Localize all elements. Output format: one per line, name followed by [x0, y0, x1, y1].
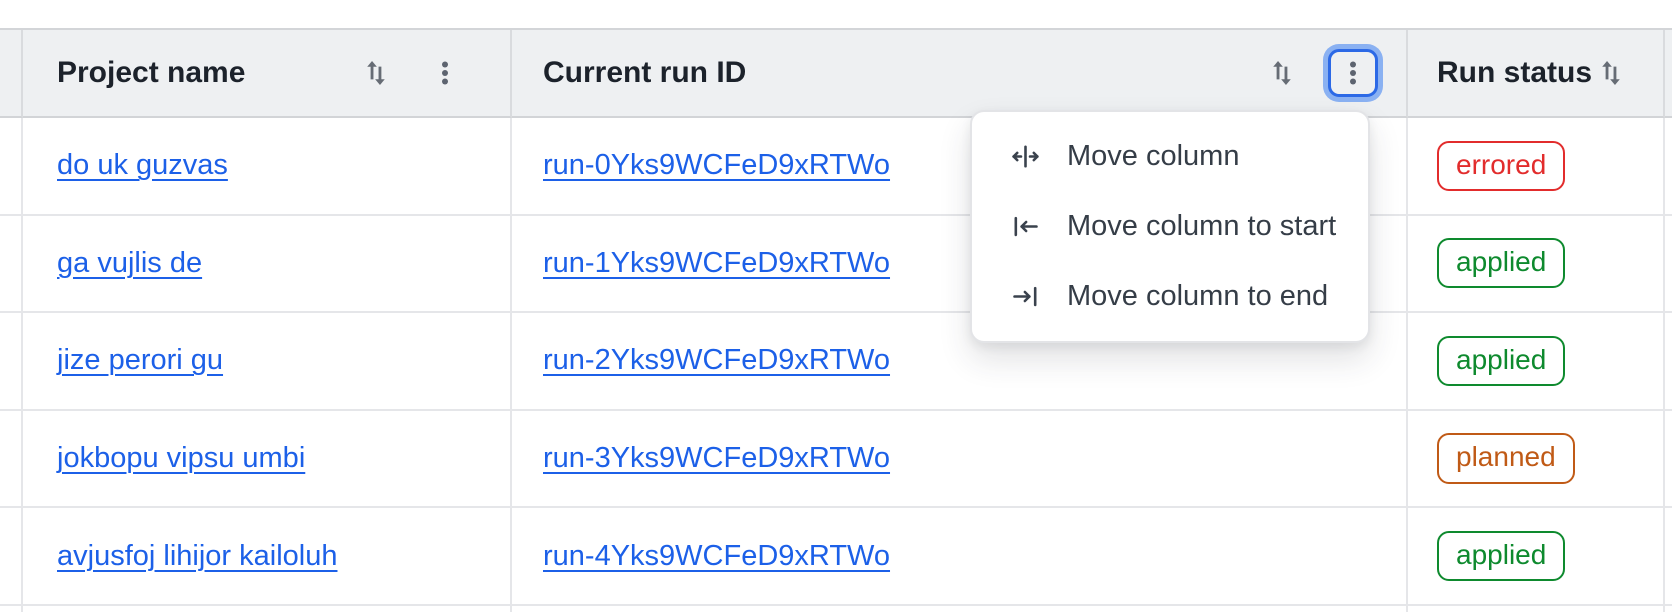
table-row-project-cell: jize perori gu: [23, 313, 512, 411]
table-row-status-cell: applied: [1408, 313, 1665, 411]
move-column-icon: [1010, 141, 1041, 172]
project-link[interactable]: do uk guzvas: [57, 149, 228, 182]
menu-item-move-column[interactable]: Move column: [972, 122, 1368, 192]
kebab-menu-icon: [1350, 61, 1356, 85]
runs-table: Project name Current run ID: [0, 28, 1672, 612]
menu-item-label: Move column: [1067, 140, 1240, 173]
column-label-project-name: Project name: [57, 56, 246, 89]
sort-arrows-icon: [367, 60, 385, 86]
menu-item-move-column-to-start[interactable]: Move column to start: [972, 192, 1368, 262]
row-spacer-cell: [0, 118, 23, 216]
partial-row-cell: [512, 605, 1408, 612]
header-edge-cell: [1665, 30, 1672, 118]
table-row-project-cell: jokbopu vipsu umbi: [23, 410, 512, 509]
move-column-to-end-icon: [1010, 281, 1041, 312]
row-spacer-cell: [0, 215, 23, 314]
table-row-status-cell: applied: [1408, 508, 1665, 606]
run-id-link[interactable]: run-1Yks9WCFeD9xRTWo: [543, 246, 891, 279]
current-run-id-column-menu-button[interactable]: [1328, 49, 1378, 97]
row-edge-cell: [1665, 215, 1672, 314]
status-badge: errored: [1437, 140, 1566, 191]
table-row-status-cell: errored: [1408, 118, 1665, 216]
column-label-run-status: Run status: [1437, 56, 1593, 89]
table-row-status-cell: applied: [1408, 215, 1665, 314]
run-id-link[interactable]: run-0Yks9WCFeD9xRTWo: [543, 149, 891, 182]
header-spacer-cell: [0, 30, 23, 118]
row-edge-cell: [1665, 313, 1672, 411]
status-badge: applied: [1437, 335, 1566, 387]
sort-current-run-id-button[interactable]: [1262, 53, 1302, 93]
row-edge-cell: [1665, 410, 1672, 509]
column-header-run-status: Run status: [1408, 30, 1665, 118]
table-row-run-id-cell: run-3Yks9WCFeD9xRTWo: [512, 410, 1408, 509]
sort-project-name-button[interactable]: [356, 53, 396, 93]
project-name-column-menu-button[interactable]: [422, 50, 468, 96]
project-link[interactable]: ga vujlis de: [57, 246, 203, 279]
run-id-link[interactable]: run-2Yks9WCFeD9xRTWo: [543, 344, 891, 377]
run-id-link[interactable]: run-4Yks9WCFeD9xRTWo: [543, 539, 891, 572]
run-id-link[interactable]: run-3Yks9WCFeD9xRTWo: [543, 442, 891, 475]
sort-arrows-icon: [1273, 60, 1291, 86]
partial-row-cell: [0, 605, 23, 612]
sort-arrows-icon: [1601, 60, 1620, 86]
column-options-menu: Move column Move column to start Move co…: [970, 110, 1370, 343]
partial-row-cell: [23, 605, 512, 612]
status-badge: planned: [1437, 433, 1575, 484]
row-edge-cell: [1665, 508, 1672, 606]
table-row-project-cell: do uk guzvas: [23, 118, 512, 216]
row-edge-cell: [1665, 118, 1672, 216]
table-grid: Project name Current run ID: [0, 30, 1672, 612]
menu-item-label: Move column to start: [1067, 210, 1337, 242]
row-spacer-cell: [0, 508, 23, 606]
project-link[interactable]: jokbopu vipsu umbi: [57, 442, 306, 475]
partial-row-cell: [1665, 605, 1672, 612]
sort-run-status-button[interactable]: [1592, 53, 1629, 93]
menu-item-move-column-to-end[interactable]: Move column to end: [972, 261, 1368, 331]
column-header-current-run-id: Current run ID: [512, 30, 1408, 118]
menu-item-label: Move column to end: [1067, 279, 1329, 312]
status-badge: applied: [1437, 531, 1566, 582]
move-column-to-start-icon: [1010, 211, 1041, 242]
project-link[interactable]: avjusfoj lihijor kailoluh: [57, 539, 338, 572]
status-badge: applied: [1437, 238, 1566, 289]
row-spacer-cell: [0, 410, 23, 509]
table-row-project-cell: ga vujlis de: [23, 215, 512, 314]
column-header-project-name: Project name: [23, 30, 512, 118]
row-spacer-cell: [0, 313, 23, 411]
table-row-run-id-cell: run-4Yks9WCFeD9xRTWo: [512, 508, 1408, 606]
table-row-status-cell: planned: [1408, 410, 1665, 509]
partial-row-cell: [1408, 605, 1665, 612]
project-link[interactable]: jize perori gu: [57, 344, 224, 377]
table-row-project-cell: avjusfoj lihijor kailoluh: [23, 508, 512, 606]
kebab-menu-icon: [442, 61, 448, 85]
column-label-current-run-id: Current run ID: [543, 56, 747, 89]
